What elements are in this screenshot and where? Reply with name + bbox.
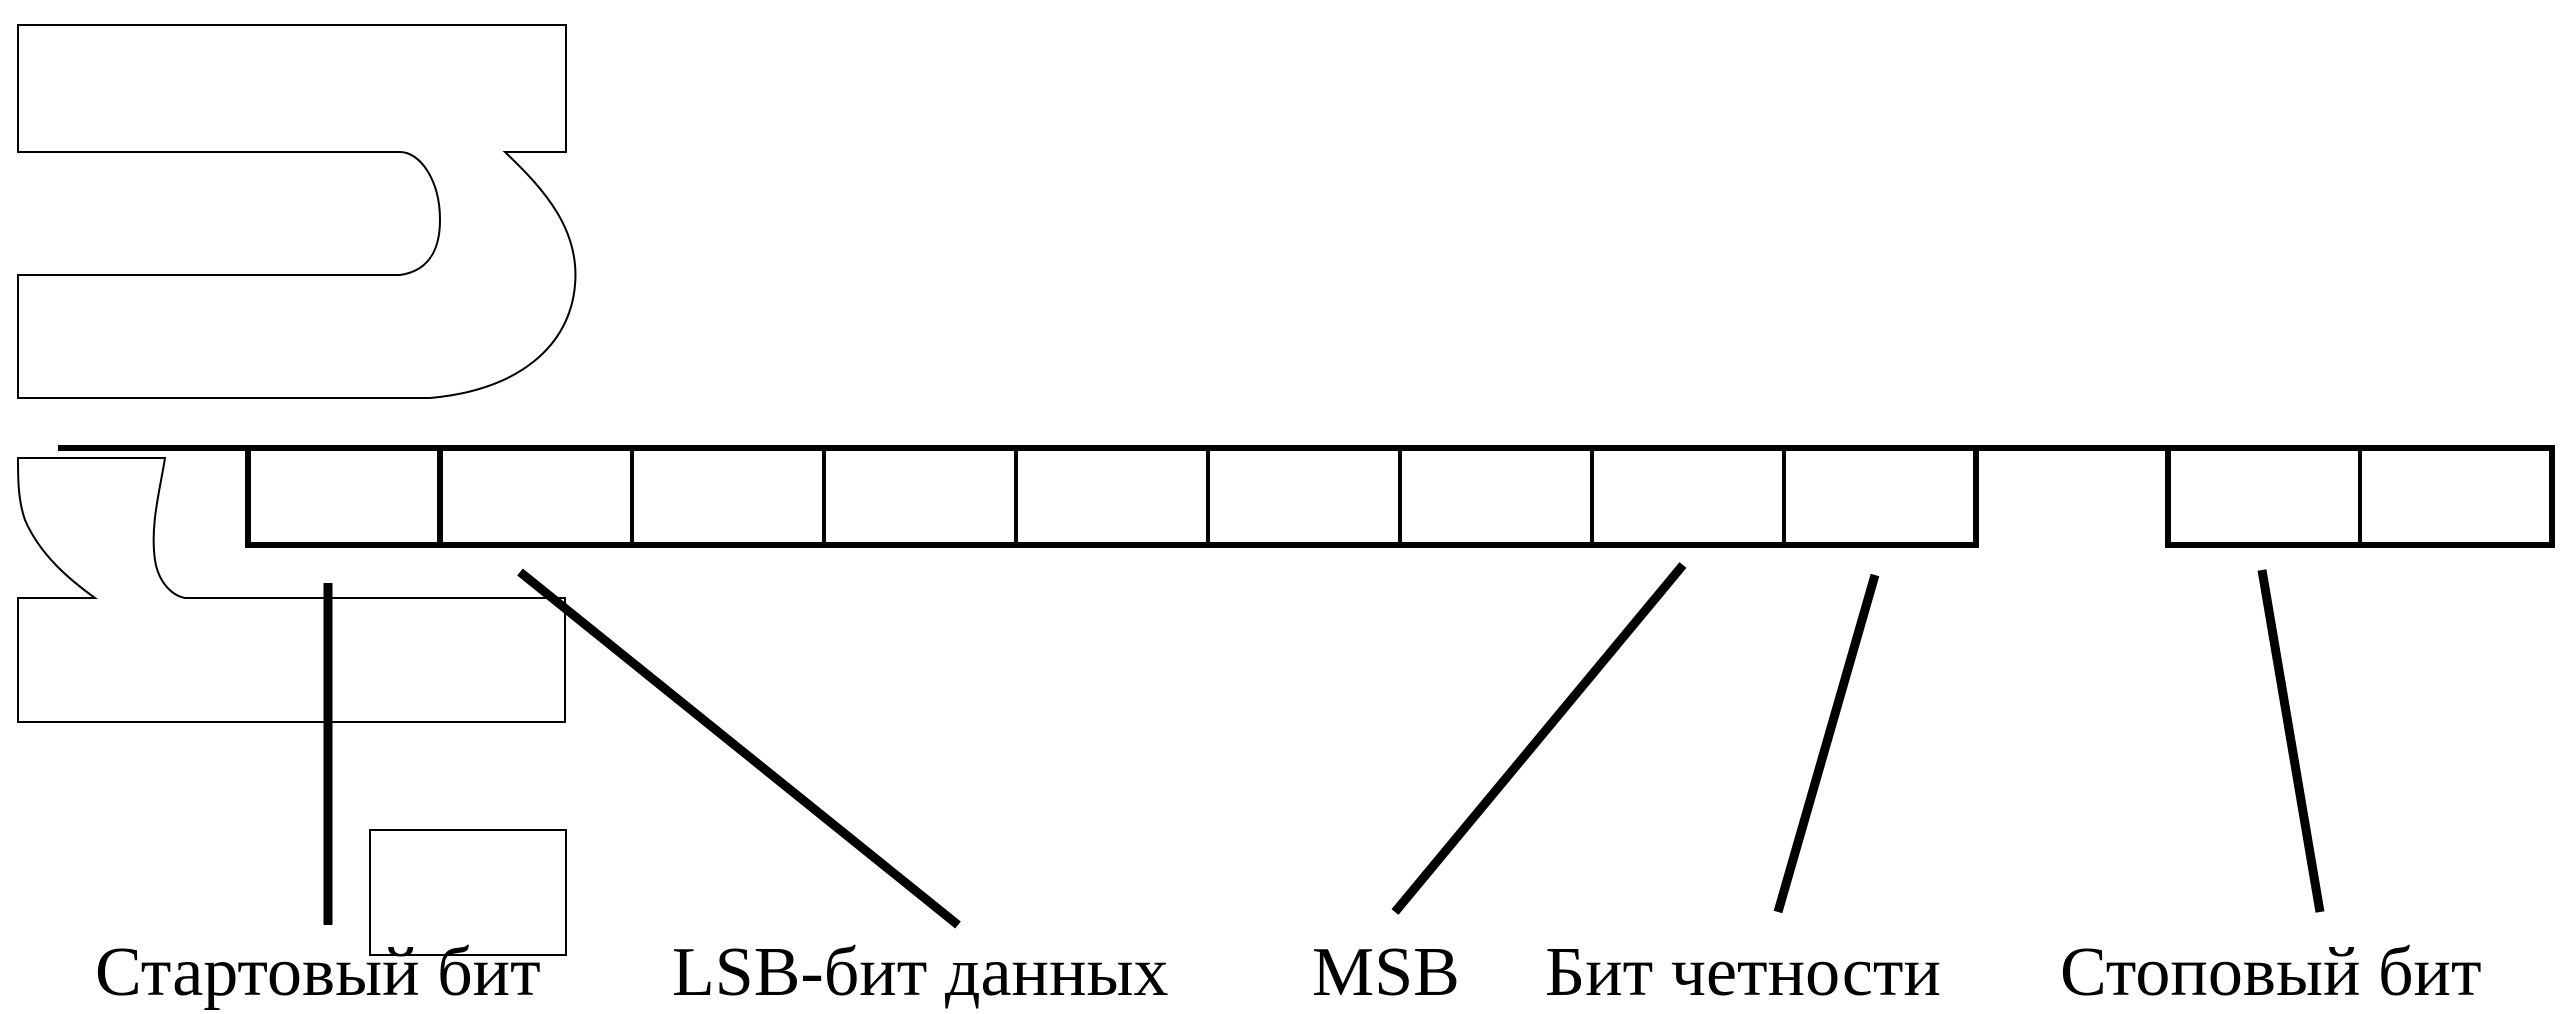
data-bit-cell <box>1590 446 1786 547</box>
bit-cells <box>437 445 2555 548</box>
label-start-bit: Стартовый бит <box>95 934 541 1011</box>
label-parity-bit: Бит четности <box>1545 934 1941 1011</box>
artifact-small-box <box>369 829 567 956</box>
label-msb: MSB <box>1312 934 1460 1011</box>
data-bit-cell <box>438 446 634 547</box>
label-lsb: LSB-бит данных <box>672 934 1169 1011</box>
data-bit-cell <box>822 446 1018 547</box>
artifact-top-shape <box>17 24 577 399</box>
stop-bit-cell <box>2166 446 2362 547</box>
data-bit-cell <box>1398 446 1594 547</box>
leader-lsb <box>517 568 961 929</box>
stop-bit-cell <box>2358 446 2554 547</box>
signal-waveform <box>58 445 2552 548</box>
stop-group-outline <box>2165 445 2555 548</box>
start-bit-pulse <box>58 445 440 548</box>
data-bit-cell <box>630 446 826 547</box>
artifact-middle-shape <box>16 457 566 723</box>
leader-lines <box>323 562 2325 929</box>
background-artifacts <box>16 24 577 956</box>
leader-parity <box>1773 573 1880 914</box>
labels: Стартовый бит LSB-бит данных MSB Бит чет… <box>95 934 2482 1011</box>
data-group-outline <box>437 445 1979 548</box>
data-bit-cell <box>1014 446 1210 547</box>
parity-bit-cell <box>1782 446 1978 547</box>
label-stop-bit: Стоповый бит <box>2060 934 2482 1011</box>
data-bit-cell <box>1206 446 1402 547</box>
leader-msb <box>1391 562 1687 915</box>
leader-stop-bit <box>2257 569 2325 913</box>
